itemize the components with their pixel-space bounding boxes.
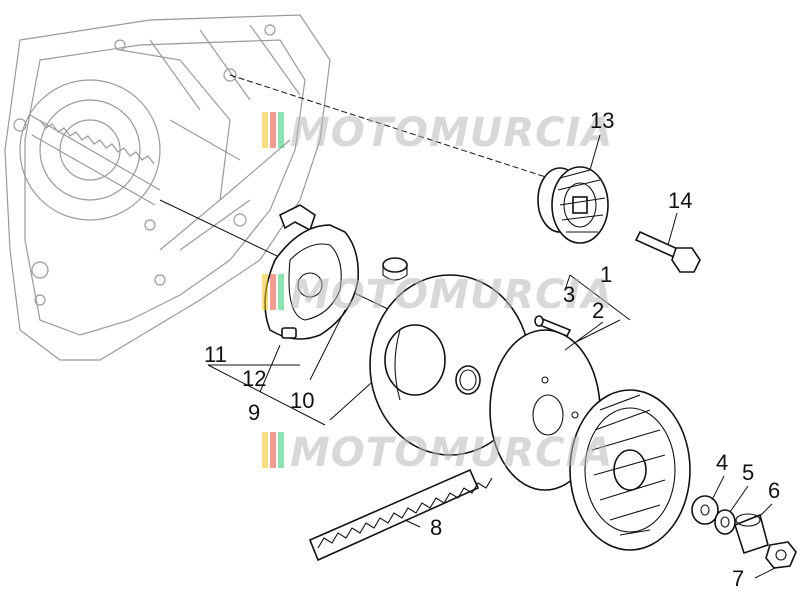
watermark-flag-bar <box>278 274 284 310</box>
watermark-text: MOTOMURCIA <box>290 272 613 318</box>
watermark-bottom: MOTOMURCIA <box>262 430 613 476</box>
part-12-clip <box>278 204 316 232</box>
part-1-fan-pulley <box>569 389 691 551</box>
callout-14: 14 <box>668 188 692 213</box>
part-10-bushing <box>382 257 408 281</box>
part-3-screw <box>534 315 572 338</box>
part-7-nut <box>765 541 797 569</box>
part-4-washer <box>691 495 719 525</box>
watermark-top: MOTOMURCIA <box>262 110 613 156</box>
part-8-belt <box>308 468 493 562</box>
callout-labels: 13 14 1 3 2 11 12 10 9 4 5 6 8 7 <box>204 108 780 591</box>
part-6-sleeve <box>734 513 769 555</box>
watermark-text: MOTOMURCIA <box>290 110 613 156</box>
watermark-flag-bar <box>262 274 268 310</box>
part-5-washer <box>714 509 736 535</box>
watermark-middle: MOTOMURCIA <box>262 272 613 318</box>
part-14-bolt <box>634 230 701 273</box>
watermark-flag-bar <box>278 432 284 468</box>
callout-11: 11 <box>204 342 227 367</box>
callout-6: 6 <box>768 478 780 503</box>
callout-4: 4 <box>716 450 728 475</box>
watermark-flag-bar <box>270 432 276 468</box>
part-13-roller <box>537 166 609 244</box>
callout-leaders <box>208 134 776 579</box>
callout-5: 5 <box>742 460 754 485</box>
callout-2: 2 <box>592 298 604 323</box>
callout-3: 3 <box>563 282 575 307</box>
callout-7: 7 <box>732 566 744 591</box>
watermark-flag-bar <box>278 112 284 148</box>
part-11-ramp-plate <box>264 224 360 340</box>
watermark-flag-bar <box>270 112 276 148</box>
callout-10: 10 <box>290 388 314 413</box>
callout-8: 8 <box>430 515 442 540</box>
watermark-flag-bar <box>270 274 276 310</box>
crankcase-housing <box>4 14 331 361</box>
watermark-flag-bar <box>262 432 268 468</box>
callout-9: 9 <box>248 400 260 425</box>
callout-13: 13 <box>590 108 614 133</box>
callout-1: 1 <box>600 262 612 287</box>
watermark-flag-bar <box>262 112 268 148</box>
callout-12: 12 <box>242 366 266 391</box>
watermark-text: MOTOMURCIA <box>290 430 613 476</box>
